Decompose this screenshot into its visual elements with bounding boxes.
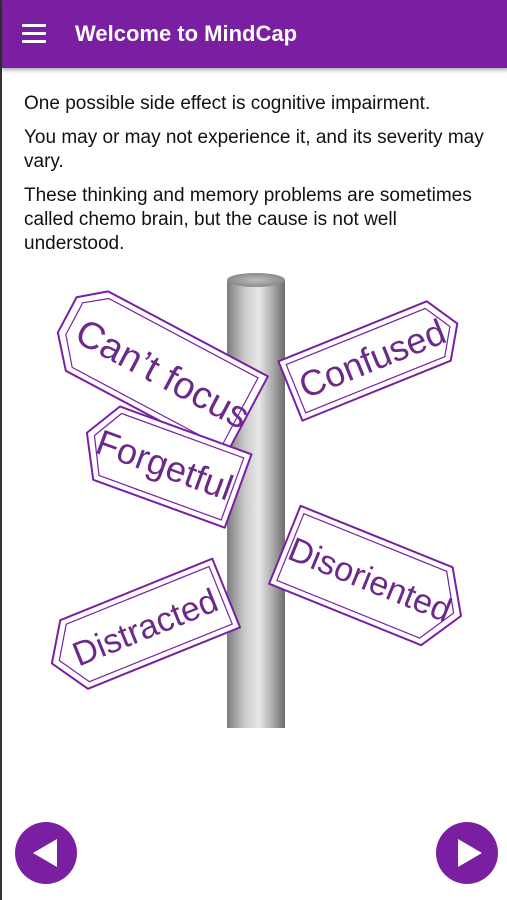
app-title: Welcome to MindCap [75, 21, 298, 46]
signpost-pole [227, 273, 285, 728]
next-button[interactable] [436, 822, 498, 884]
arrow-left-icon [33, 839, 57, 867]
hamburger-menu-icon[interactable] [22, 22, 48, 44]
previous-button[interactable] [15, 822, 77, 884]
paragraph-side-effect: One possible side effect is cognitive im… [24, 93, 431, 114]
sign-distracted: Distracted [50, 557, 242, 690]
paragraph-chemo-brain: These thinking and memory problems are s… [24, 185, 472, 254]
sign-confused: Confused [277, 300, 459, 422]
paragraph-severity: You may or may not experience it, and it… [24, 127, 484, 172]
signpost-illustration: Can’t focus Confused Forgetful Disorient… [50, 273, 463, 728]
arrow-right-icon [458, 839, 482, 867]
content-text: One possible side effect is cognitive im… [24, 92, 494, 266]
sign-disoriented: Disoriented [268, 504, 463, 647]
app-bar: Welcome to MindCap [2, 0, 507, 68]
